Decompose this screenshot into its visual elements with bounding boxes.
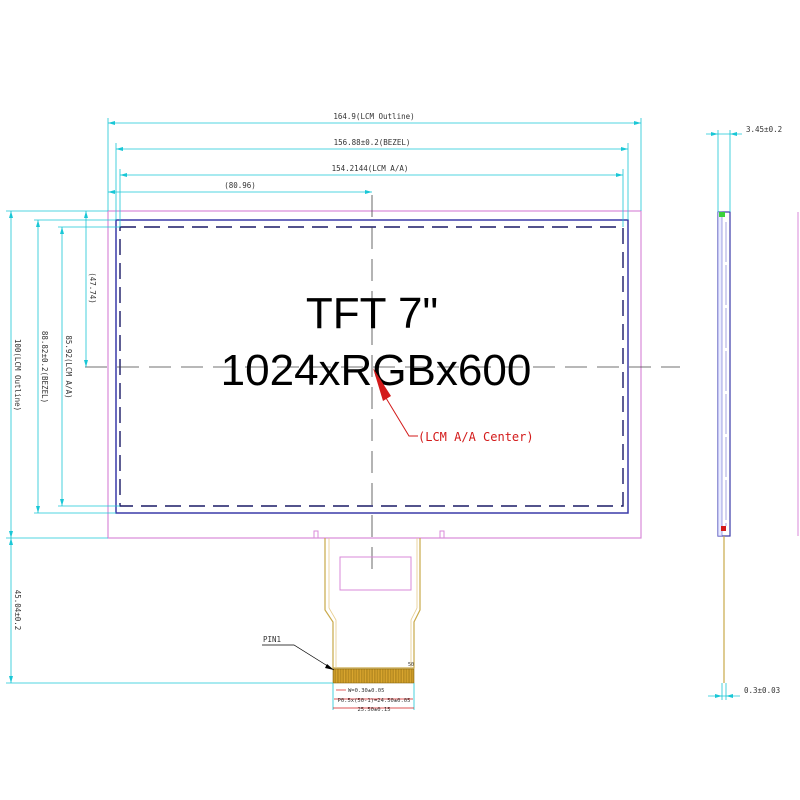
dim-outline-height: 100(LCM Outline) [13,339,22,411]
panel-title-line1: TFT 7" [306,289,438,338]
pin1-leader [262,644,335,671]
bottom-notch-right [439,530,445,538]
dim-pin-width: W=0.30±0.05 [348,688,384,694]
fpc-tail [324,538,421,669]
fpc-stiffener-window [339,556,412,591]
dim-outline-width: 164.9(LCM Outline) [333,112,414,121]
side-view-top-marker [719,212,725,217]
dim-center-y: (47.74) [88,272,97,304]
dim-thickness: 3.45±0.2 [746,125,782,134]
dim-aa-width: 154.2144(LCM A/A) [332,164,409,173]
callout-label: (LCM A/A Center) [418,430,534,444]
bezel-outline [115,219,629,514]
callout-leader [385,397,418,437]
dim-center-x: (80.96) [224,181,256,190]
dim-fpc-length: 45.04±0.2 [13,590,22,631]
dim-bezel-width: 156.88±0.2(BEZEL) [334,138,411,147]
pin-count: 50 [408,662,414,668]
dim-aa-height: 85.92(LCM A/A) [64,335,73,398]
pin1-label: PIN1 [263,635,281,644]
side-view-bottom-marker [721,526,726,531]
bottom-notch-left [313,530,319,538]
dim-bezel-height: 88.82±0.2(BEZEL) [40,331,49,403]
fpc-tail-inner [328,538,418,668]
fpc-pin-lines [333,669,414,683]
active-area [119,226,624,507]
lcm-outline [107,210,642,539]
dim-fpc-thickness: 0.3±0.03 [744,686,780,695]
side-view-glass [717,211,723,537]
dim-pin-pitch: P0.5x(50-1)=24.50±0.05 [338,698,411,704]
panel-title-line2: 1024xRGBx600 [221,346,532,395]
dim-fpc-width: 25.50±0.15 [357,707,390,713]
callout-arrow-head [373,368,391,401]
